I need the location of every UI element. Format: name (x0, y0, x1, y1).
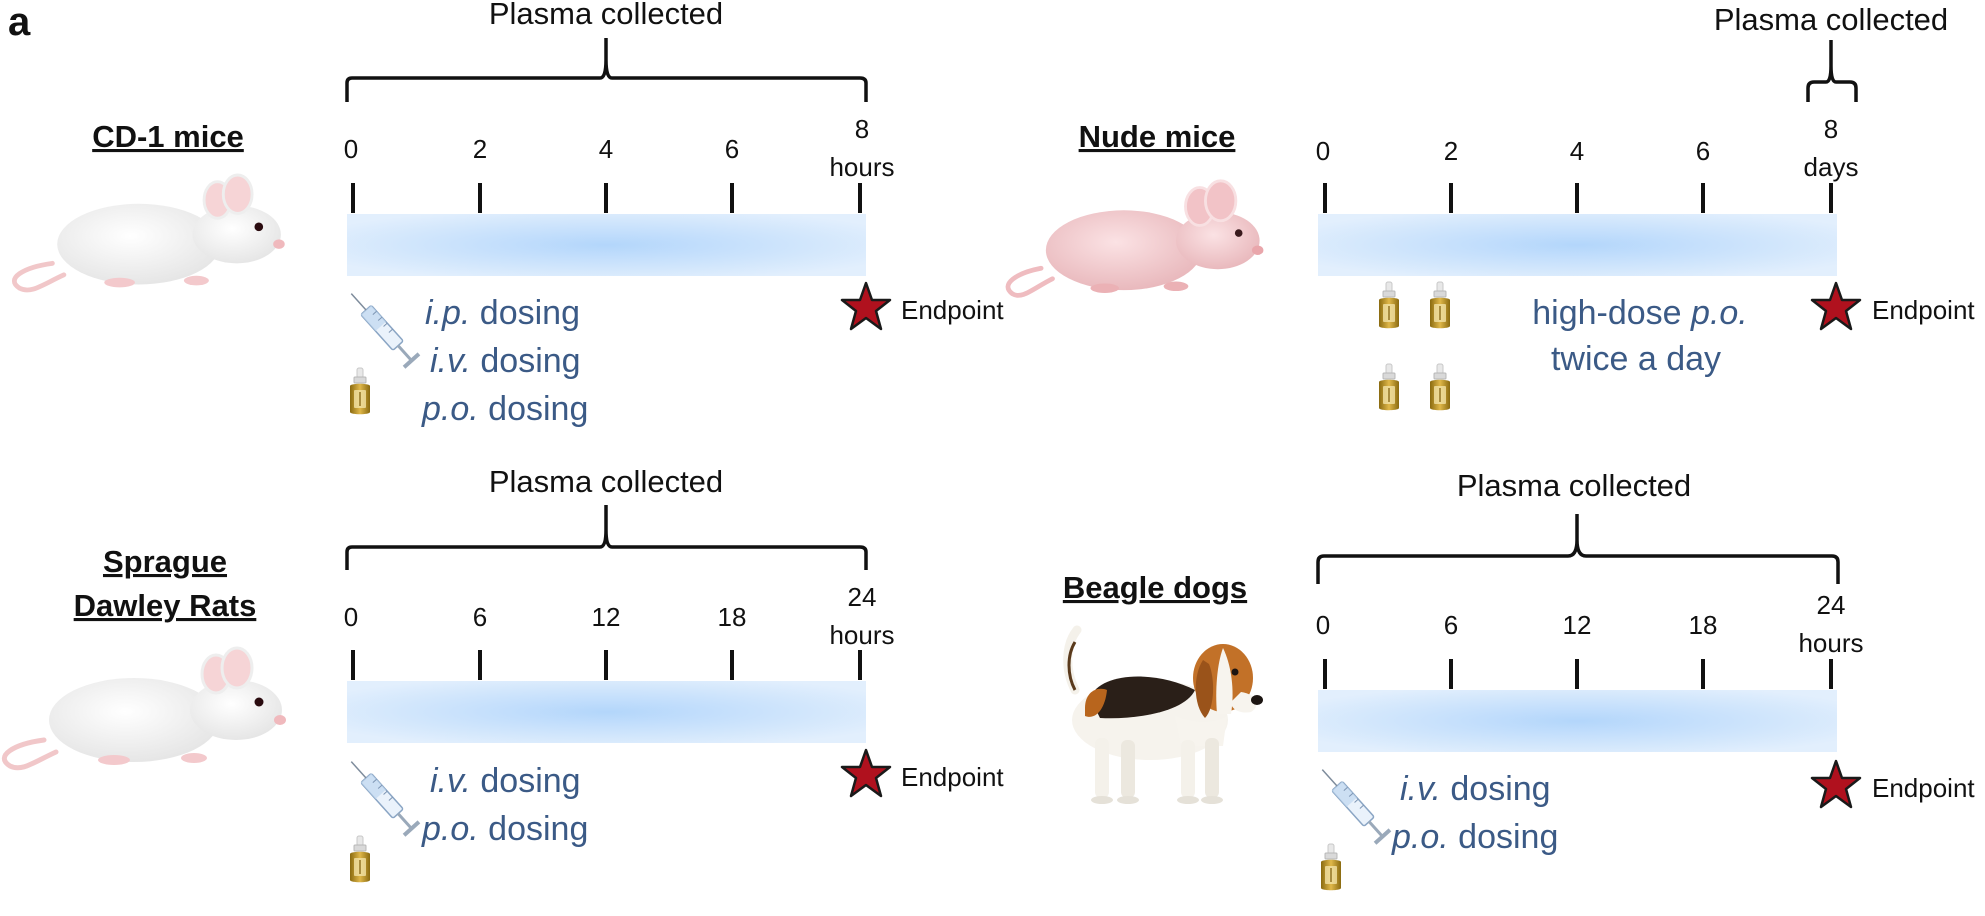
timeline-beagle: Beagle dogs Plasma collected 0 6 12 18 2… (1063, 468, 1975, 891)
dosing-line: i.v. dosing (430, 762, 581, 800)
endpoint-label: Endpoint (1872, 773, 1975, 803)
species-label-sd-line2: Dawley Rats (74, 588, 257, 623)
endpoint-star-icon (1810, 759, 1862, 809)
plasma-collected-label: Plasma collected (1457, 468, 1691, 503)
dropper-bottle-icon (1378, 281, 1400, 329)
tick-label: 24 (848, 582, 877, 612)
time-unit-label: hours (829, 620, 894, 650)
timeline-bar (1318, 690, 1837, 752)
rat-icon (4, 648, 286, 768)
tick-label: 6 (473, 602, 487, 632)
tick-label: 6 (1696, 136, 1710, 166)
endpoint-star-icon (1810, 281, 1862, 331)
dosing-line: p.o. dosing (1391, 818, 1558, 856)
syringe-icon (1313, 761, 1393, 847)
tick-label: 4 (1570, 136, 1584, 166)
syringe-icon (342, 285, 422, 371)
tick-label: 8 (1824, 114, 1838, 144)
tick-label: 0 (344, 134, 358, 164)
tick-label: 12 (1563, 610, 1592, 640)
endpoint-label: Endpoint (901, 762, 1004, 792)
species-label-nude: Nude mice (1079, 119, 1236, 154)
species-label-cd1: CD-1 mice (92, 119, 244, 154)
dropper-bottle-icon (1378, 363, 1400, 411)
dropper-bottle-icon (349, 835, 371, 883)
plasma-collected-label: Plasma collected (489, 464, 723, 499)
tick-marks (351, 650, 862, 680)
time-unit-label: hours (1798, 628, 1863, 658)
timeline-sd-rats: Sprague Dawley Rats Plasma collected 0 6… (4, 464, 1004, 883)
dropper-bottle-icon (1429, 363, 1451, 411)
tick-marks (1323, 659, 1833, 689)
dropper-bottle-icon (1320, 843, 1342, 891)
time-unit-label: days (1804, 152, 1859, 182)
dropper-bottle-icon (1429, 281, 1451, 329)
tick-marks (1323, 183, 1833, 213)
dosing-line: i.v. dosing (430, 342, 581, 380)
species-label-sd-line1: Sprague (103, 544, 227, 579)
tick-label: 12 (592, 602, 621, 632)
timeline-bar (1318, 214, 1837, 276)
tick-marks (351, 183, 862, 213)
dosing-line: high-dose p.o. (1532, 294, 1748, 332)
plasma-bracket (1316, 514, 1840, 584)
plasma-collected-label: Plasma collected (1714, 2, 1948, 37)
tick-label: 4 (599, 134, 613, 164)
timeline-bar (347, 681, 866, 743)
tick-label: 0 (1316, 610, 1330, 640)
dosing-line: p.o. dosing (421, 810, 588, 848)
endpoint-label: Endpoint (901, 295, 1004, 325)
timeline-bar (347, 214, 866, 276)
endpoint-label: Endpoint (1872, 295, 1975, 325)
dosing-line: i.p. dosing (425, 294, 580, 332)
syringe-icon (342, 753, 422, 839)
tick-label: 2 (473, 134, 487, 164)
species-label-beagle: Beagle dogs (1063, 570, 1247, 605)
tick-label: 0 (1316, 136, 1330, 166)
tick-label: 24 (1817, 590, 1846, 620)
panel-letter: a (8, 0, 31, 44)
dropper-bottle-icon (349, 367, 371, 415)
tick-label: 6 (725, 134, 739, 164)
mouse-icon (14, 175, 284, 290)
tick-label: 8 (855, 114, 869, 144)
timeline-cd1: CD-1 mice Plasma collected 0 2 4 6 8 hou… (14, 0, 1004, 428)
dosing-line: i.v. dosing (1400, 770, 1551, 808)
plasma-bracket (345, 38, 868, 102)
plasma-bracket (1806, 40, 1858, 102)
endpoint-star-icon (840, 281, 892, 331)
tick-label: 18 (718, 602, 747, 632)
time-unit-label: hours (829, 152, 894, 182)
nude-mouse-icon (1008, 181, 1263, 296)
timeline-nude: Nude mice Plasma collected 0 2 4 6 8 day… (1008, 2, 1975, 411)
endpoint-star-icon (840, 748, 892, 798)
dosing-line: twice a day (1551, 340, 1721, 378)
tick-label: 0 (344, 602, 358, 632)
tick-label: 6 (1444, 610, 1458, 640)
plasma-bracket (345, 505, 868, 570)
tick-label: 2 (1444, 136, 1458, 166)
plasma-collected-label: Plasma collected (489, 0, 723, 31)
tick-label: 18 (1689, 610, 1718, 640)
dosing-line: p.o. dosing (421, 390, 588, 428)
beagle-dog-icon (1068, 630, 1263, 804)
